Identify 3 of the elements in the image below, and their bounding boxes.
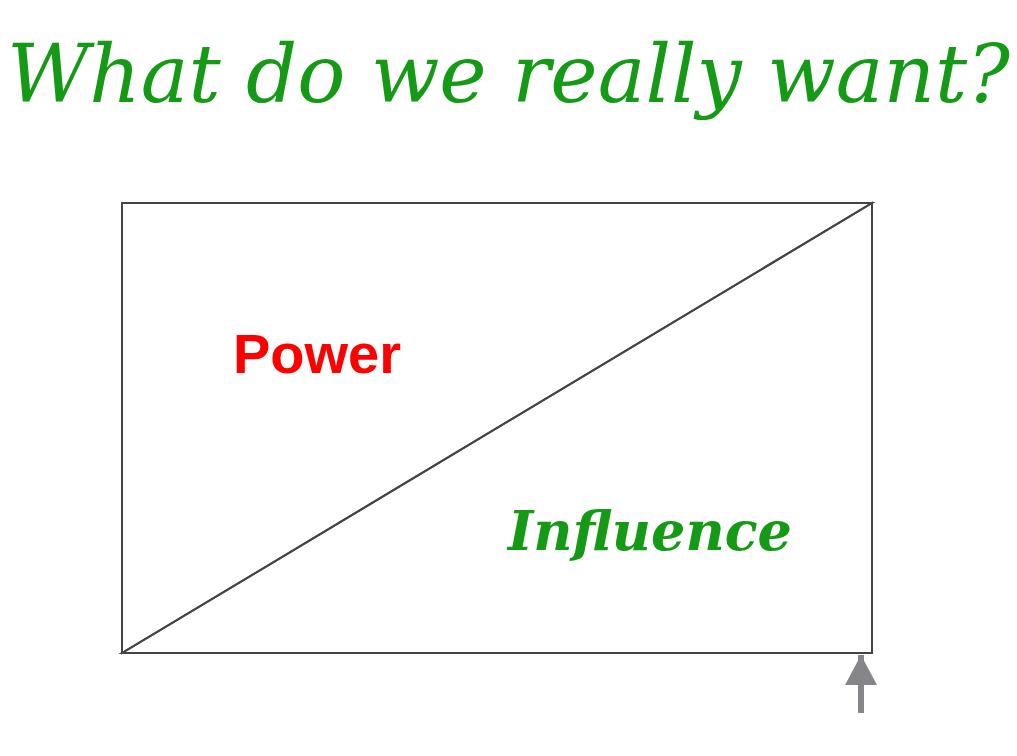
region-label: Influence [508, 499, 792, 563]
title: What do we really want? [6, 28, 1011, 121]
region-label: Power [233, 321, 402, 386]
